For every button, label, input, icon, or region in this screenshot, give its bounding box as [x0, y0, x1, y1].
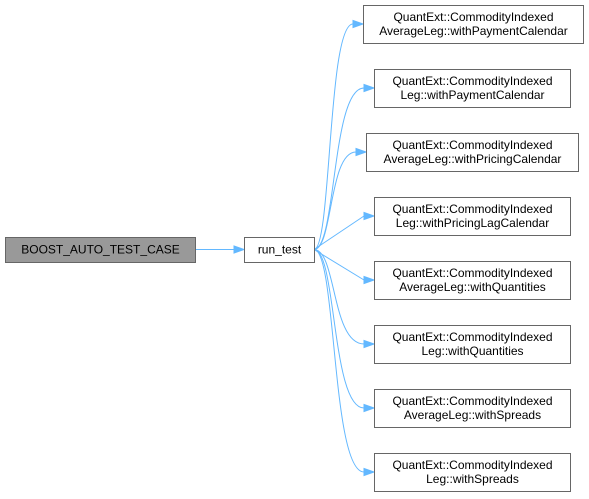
arrowhead-icon	[363, 403, 376, 413]
node-label: BOOST_AUTO_TEST_CASE	[21, 243, 180, 257]
node-t2[interactable]: QuantExt::CommodityIndexedLeg::withPayme…	[374, 69, 571, 108]
node-box	[374, 261, 571, 300]
node-t4[interactable]: QuantExt::CommodityIndexedLeg::withPrici…	[374, 197, 571, 236]
node-label: AverageLeg::withPaymentCalendar	[379, 24, 568, 38]
edges-layer	[195, 19, 376, 477]
edge-line	[313, 249, 365, 345]
node-label: QuantExt::CommodityIndexed	[392, 458, 552, 472]
arrowhead-icon	[363, 83, 376, 93]
edge-run_test-to-t8	[313, 249, 376, 477]
node-box	[366, 133, 579, 172]
node-label: AverageLeg::withQuantities	[399, 280, 546, 294]
edge-root-to-run_test	[195, 245, 246, 254]
node-box	[244, 237, 315, 263]
node-box	[374, 69, 571, 108]
node-root[interactable]: BOOST_AUTO_TEST_CASE	[5, 237, 196, 263]
node-t7[interactable]: QuantExt::CommodityIndexedAverageLeg::wi…	[374, 389, 571, 428]
node-label: AverageLeg::withSpreads	[404, 408, 541, 422]
arrowhead-icon	[352, 19, 365, 29]
arrowhead-icon	[363, 275, 376, 285]
node-box	[374, 325, 571, 364]
node-box	[374, 453, 571, 492]
edge-line	[313, 249, 365, 409]
edge-run_test-to-t6	[313, 249, 376, 349]
node-box	[5, 237, 196, 263]
edge-run_test-to-t1	[313, 19, 365, 250]
node-box	[363, 5, 584, 44]
node-label: QuantExt::CommodityIndexed	[392, 138, 552, 152]
node-t3[interactable]: QuantExt::CommodityIndexedAverageLeg::wi…	[366, 133, 579, 172]
node-t6[interactable]: QuantExt::CommodityIndexedLeg::withQuant…	[374, 325, 571, 364]
node-box	[374, 197, 571, 236]
arrowhead-icon	[363, 467, 376, 477]
arrowhead-icon	[363, 339, 376, 349]
arrowhead-icon	[363, 211, 376, 221]
edge-run_test-to-t7	[313, 249, 376, 413]
edge-line	[313, 249, 365, 473]
node-label: QuantExt::CommodityIndexed	[392, 266, 552, 280]
node-label: QuantExt::CommodityIndexed	[392, 394, 552, 408]
node-label: QuantExt::CommodityIndexed	[392, 202, 552, 216]
node-box	[374, 389, 571, 428]
arrowhead-icon	[355, 147, 368, 157]
edge-run_test-to-t4	[313, 211, 376, 250]
edge-line	[313, 215, 365, 250]
node-t1[interactable]: QuantExt::CommodityIndexedAverageLeg::wi…	[363, 5, 584, 44]
node-label: Leg::withSpreads	[426, 472, 519, 486]
edge-run_test-to-t3	[313, 147, 368, 250]
edge-line	[313, 87, 365, 250]
node-label: Leg::withQuantities	[421, 344, 523, 358]
node-run-test[interactable]: run_test	[244, 237, 315, 263]
node-label: AverageLeg::withPricingCalendar	[384, 152, 562, 166]
arrowhead-icon	[233, 245, 246, 254]
node-t5[interactable]: QuantExt::CommodityIndexedAverageLeg::wi…	[374, 261, 571, 300]
node-label: QuantExt::CommodityIndexed	[392, 330, 552, 344]
node-label: QuantExt::CommodityIndexed	[392, 74, 552, 88]
node-label: Leg::withPricingLagCalendar	[396, 216, 549, 230]
node-label: run_test	[258, 243, 302, 257]
node-label: QuantExt::CommodityIndexed	[393, 10, 553, 24]
node-label: Leg::withPaymentCalendar	[400, 88, 544, 102]
edge-line	[313, 23, 354, 250]
node-t8[interactable]: QuantExt::CommodityIndexedLeg::withSprea…	[374, 453, 571, 492]
